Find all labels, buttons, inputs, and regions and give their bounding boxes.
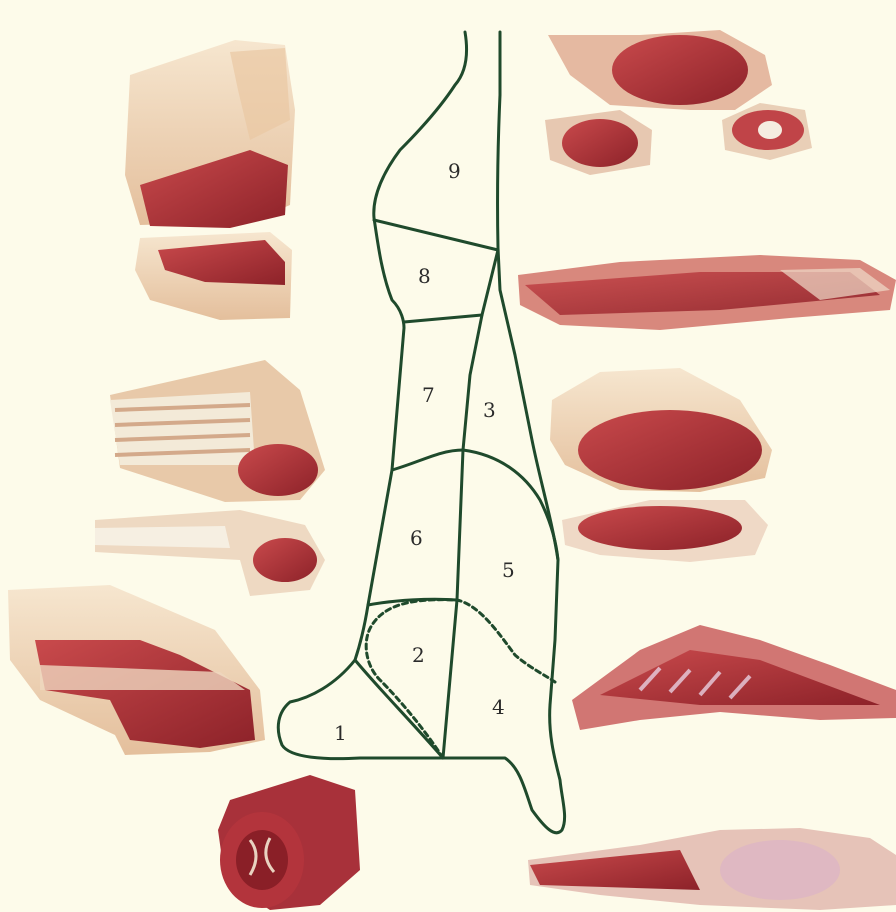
region-label-4: 4 [492, 695, 505, 719]
carcass-outline [278, 32, 564, 833]
divider-3-5 [463, 450, 558, 560]
region-label-8: 8 [418, 264, 431, 288]
breast-joint-photo [8, 585, 265, 755]
outline-body [278, 32, 564, 833]
divider-9-8 [374, 220, 498, 250]
region-label-5: 5 [502, 558, 515, 582]
best-end-rack-photo [110, 360, 325, 502]
neck-chop-photo [548, 30, 772, 110]
loin-chops-photo [135, 232, 292, 320]
region-label-7: 7 [422, 383, 435, 407]
rack-cutlet-photo [95, 510, 325, 596]
leg-steak-photo [562, 500, 768, 562]
dotted-cut-line [366, 600, 555, 758]
divider-7-6 [392, 450, 463, 470]
scrag-end-photo [545, 103, 812, 175]
region-label-2: 2 [412, 643, 425, 667]
shoulder-roll-photo [218, 775, 360, 910]
region-label-6: 6 [410, 526, 423, 550]
region-label-3: 3 [483, 398, 496, 422]
divider-1-2 [355, 660, 443, 758]
flank-strip-photo [518, 255, 896, 330]
whole-fillet-photo [528, 828, 896, 910]
leg-joint-photo [550, 368, 772, 492]
divider-2-4 [443, 600, 457, 758]
region-label-1: 1 [334, 721, 347, 745]
region-label-9: 9 [448, 159, 461, 183]
whole-loin-photo [125, 40, 295, 228]
belly-ribs-photo [572, 625, 896, 730]
divider-8-7 [404, 315, 482, 322]
divider-6-5 [457, 450, 463, 600]
